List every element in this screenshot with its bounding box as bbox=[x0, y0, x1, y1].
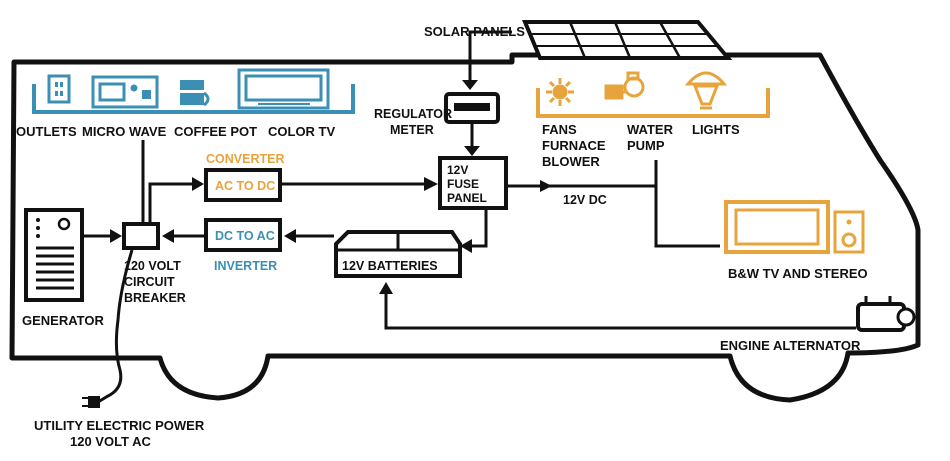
breaker-label-line3: BREAKER bbox=[124, 291, 186, 305]
ac-to-dc-label: AC TO DC bbox=[215, 179, 275, 193]
rv-body-outline bbox=[9, 52, 921, 403]
alternator-to-batteries-line bbox=[384, 292, 856, 330]
breaker-label-line2: CIRCUIT bbox=[124, 275, 175, 289]
coffee-pot-icon bbox=[180, 80, 210, 107]
inverter-label: INVERTER bbox=[214, 259, 277, 273]
solar-to-regulator-arrow bbox=[468, 30, 512, 88]
batteries-box bbox=[334, 230, 462, 278]
converter-label: CONVERTER bbox=[206, 152, 284, 166]
circuit-breaker-box bbox=[122, 222, 160, 250]
batteries-label: 12V BATTERIES bbox=[342, 259, 438, 273]
speaker-icon bbox=[833, 210, 865, 254]
water-pump-label-line1: WATER bbox=[627, 122, 674, 137]
arrowhead bbox=[424, 177, 438, 191]
microwave-icon bbox=[91, 75, 159, 109]
utility-label-line2: 120 VOLT AC bbox=[70, 434, 152, 449]
utility-label-line1: UTILITY ELECTRIC POWER bbox=[34, 418, 205, 433]
twelve-v-dc-label: 12V DC bbox=[563, 193, 607, 207]
solar-panel-icon bbox=[522, 20, 733, 60]
water-pump-icon bbox=[604, 71, 645, 100]
regulator-label-line1: REGULATOR bbox=[374, 107, 452, 121]
arrowhead bbox=[162, 229, 174, 243]
lights-label: LIGHTS bbox=[692, 122, 740, 137]
fuse-panel-box bbox=[438, 156, 508, 210]
arrowhead bbox=[540, 180, 552, 192]
fan-icon bbox=[546, 78, 574, 106]
fuse-panel-line2: FUSE bbox=[447, 177, 479, 191]
ac-appliances-group bbox=[32, 68, 355, 114]
bw-tv-icon bbox=[724, 200, 830, 254]
dc-to-bw-tv-line bbox=[654, 186, 720, 248]
breaker-label-line1: 120 VOLT bbox=[124, 259, 181, 273]
dc-to-ac-box bbox=[204, 218, 282, 252]
plug-icon bbox=[82, 396, 100, 408]
fuse-to-batteries-line bbox=[468, 210, 488, 248]
arrowhead bbox=[192, 177, 204, 191]
dc-bracket bbox=[536, 88, 770, 118]
fuse-panel-line1: 12V bbox=[447, 163, 468, 177]
dc-appliances-group bbox=[536, 71, 770, 118]
arrowhead bbox=[462, 80, 478, 90]
alternator-icon bbox=[856, 296, 916, 332]
dc-to-ac-label: DC TO AC bbox=[215, 229, 275, 243]
ac-bracket bbox=[32, 84, 355, 114]
regulator-label-line2: METER bbox=[390, 123, 434, 137]
fans-label-line2: FURNACE bbox=[542, 138, 606, 153]
microwave-label: MICRO WAVE bbox=[82, 124, 167, 139]
arrowhead bbox=[379, 282, 393, 294]
fuse-panel-line3: PANEL bbox=[447, 191, 487, 205]
regulator-meter-icon bbox=[444, 92, 500, 124]
generator-label: GENERATOR bbox=[22, 313, 104, 328]
bw-tv-label: B&W TV AND STEREO bbox=[728, 266, 868, 281]
fans-label-line1: FANS bbox=[542, 122, 577, 137]
outlets-label: OUTLETS bbox=[16, 124, 77, 139]
outlet-icon bbox=[47, 74, 71, 104]
generator-icon bbox=[24, 208, 84, 302]
coffee-pot-label: COFFEE POT bbox=[174, 124, 257, 139]
arrowhead bbox=[464, 146, 480, 156]
utility-power-cord bbox=[97, 249, 134, 404]
arrowhead bbox=[284, 229, 296, 243]
fans-label-line3: BLOWER bbox=[542, 154, 600, 169]
breaker-to-converter-line bbox=[148, 182, 196, 222]
ac-to-dc-box bbox=[204, 168, 282, 202]
color-tv-icon bbox=[237, 68, 330, 110]
arrowhead bbox=[110, 229, 122, 243]
arrowhead bbox=[460, 239, 472, 253]
engine-alternator-label: ENGINE ALTERNATOR bbox=[720, 338, 861, 353]
color-tv-label: COLOR TV bbox=[268, 124, 335, 139]
water-pump-label-line2: PUMP bbox=[627, 138, 665, 153]
light-icon bbox=[684, 71, 728, 110]
